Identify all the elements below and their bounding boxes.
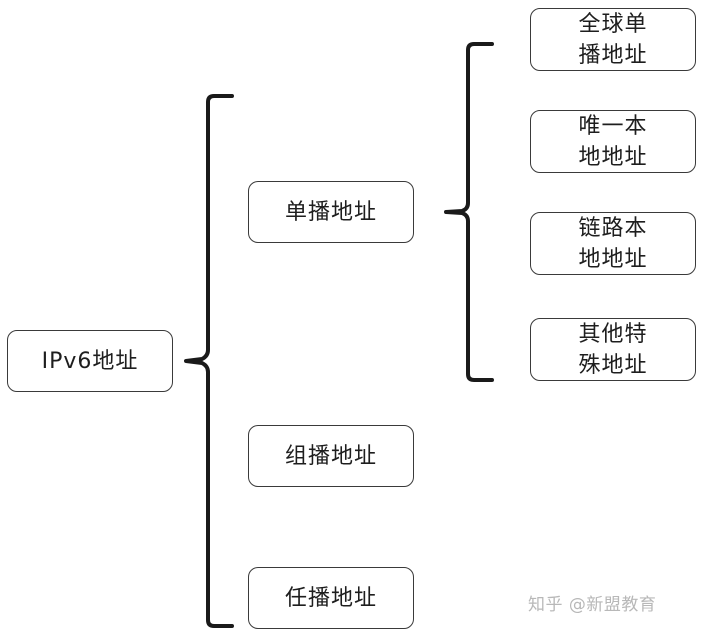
- root-bracket: [184, 94, 234, 628]
- unicast-type-node-global: 全球单 播地址: [530, 8, 696, 71]
- category-node-label: 单播地址: [284, 199, 377, 225]
- unicast-type-label: 其他特 殊地址: [578, 321, 648, 378]
- unicast-type-label: 全球单 播地址: [578, 11, 648, 68]
- root-node-label: IPv6地址: [41, 348, 139, 374]
- category-node-anycast: 任播地址: [248, 567, 414, 629]
- unicast-type-label: 唯一本 地地址: [578, 113, 648, 170]
- unicast-bracket: [444, 42, 494, 382]
- root-node-ipv6-address: IPv6地址: [7, 330, 173, 392]
- category-node-label: 任播地址: [284, 585, 377, 611]
- unicast-type-label: 链路本 地地址: [578, 215, 648, 272]
- category-node-unicast: 单播地址: [248, 181, 414, 243]
- unicast-type-node-link-local: 链路本 地地址: [530, 212, 696, 275]
- source-watermark: 知乎 @新盟教育: [528, 595, 657, 615]
- unicast-type-node-other-special: 其他特 殊地址: [530, 318, 696, 381]
- category-node-multicast: 组播地址: [248, 425, 414, 487]
- unicast-type-node-unique-local: 唯一本 地地址: [530, 110, 696, 173]
- category-node-label: 组播地址: [284, 443, 377, 469]
